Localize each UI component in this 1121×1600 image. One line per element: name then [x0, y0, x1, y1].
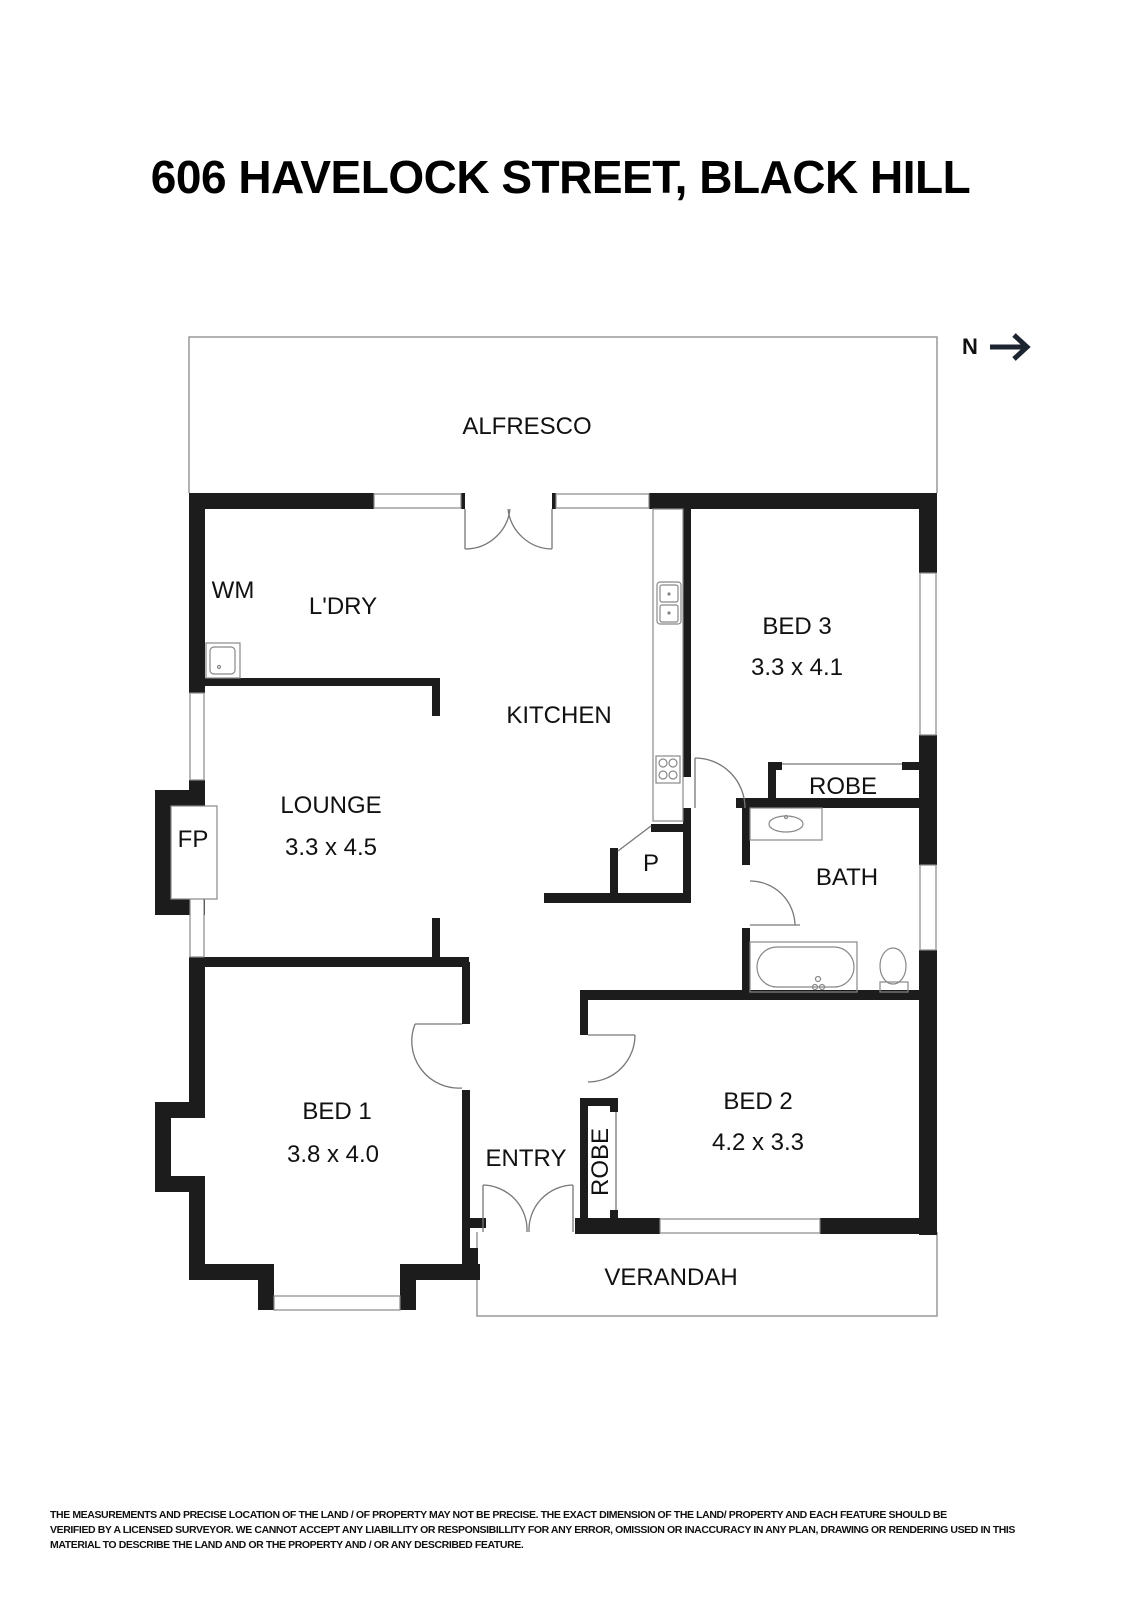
north-indicator: N [962, 332, 1032, 362]
room-size-bed1: 3.8 x 4.0 [287, 1141, 379, 1168]
disclaimer-line: VERIFIED BY A LICENSED SURVEYOR. WE CANN… [50, 1524, 1016, 1536]
room-label-entry: ENTRY [486, 1145, 567, 1172]
disclaimer: THE MEASUREMENTS AND PRECISE LOCATION OF… [50, 1508, 1060, 1553]
room-size-bed2: 4.2 x 3.3 [712, 1129, 804, 1156]
room-label-pantry: P [643, 850, 659, 877]
bathtub-icon [749, 941, 858, 993]
north-label: N [962, 334, 978, 359]
room-label-kitchen: KITCHEN [506, 702, 611, 729]
fixtures [170, 508, 909, 993]
room-label-verandah: VERANDAH [604, 1264, 737, 1291]
vanity-basin-icon [749, 807, 823, 841]
windows [189, 493, 937, 1311]
room-label-wm: WM [212, 577, 255, 604]
alfresco-outline [188, 336, 938, 493]
walls [155, 493, 937, 1310]
arrow-right-icon [989, 333, 1031, 361]
kitchen-sink-icon [656, 581, 682, 625]
cooktop-icon [655, 755, 681, 784]
room-label-bed3: BED 3 [762, 613, 831, 640]
disclaimer-line: MATERIAL TO DESCRIBE THE LAND AND OR THE… [50, 1539, 524, 1551]
fireplace-hearth [170, 805, 218, 900]
disclaimer-line: THE MEASUREMENTS AND PRECISE LOCATION OF… [50, 1509, 947, 1521]
room-label-bed1: BED 1 [302, 1098, 371, 1125]
room-size-bed3: 3.3 x 4.1 [751, 654, 843, 681]
room-label-alfresco: ALFRESCO [462, 413, 591, 440]
kitchen-bench [652, 508, 684, 822]
room-size-lounge: 3.3 x 4.5 [285, 834, 377, 861]
fireplace-label: FP [178, 826, 209, 853]
room-label-robe-bed3: ROBE [809, 773, 877, 800]
room-label-bath: BATH [816, 864, 878, 891]
room-label-bed2: BED 2 [723, 1088, 792, 1115]
room-label-robe-bed2: ROBE [587, 1128, 614, 1196]
doors [411, 508, 902, 1233]
laundry-trough-icon [205, 642, 241, 679]
room-label-laundry: L'DRY [309, 593, 377, 620]
room-label-lounge: LOUNGE [280, 792, 381, 819]
page-title: 606 HAVELOCK STREET, BLACK HILL [150, 151, 971, 203]
toilet-icon [879, 947, 909, 993]
